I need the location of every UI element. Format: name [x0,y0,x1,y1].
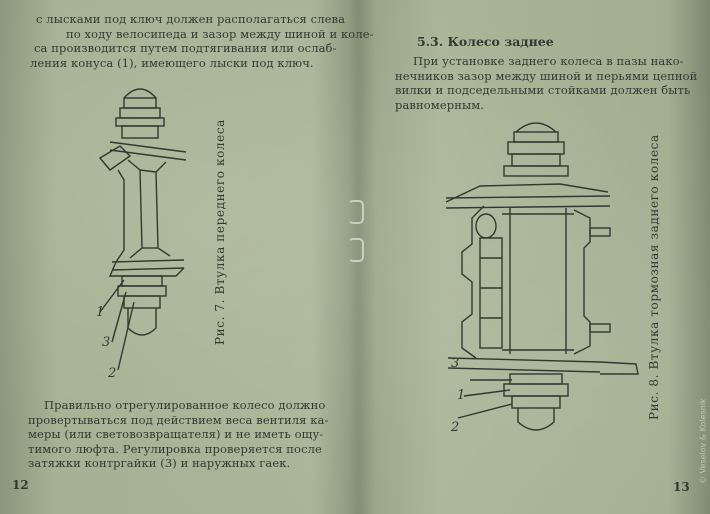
front-hub-drawing [98,88,187,371]
text-line: по ходу велосипеда и зазор между шиной и… [66,26,374,41]
left-page: с лысками под ключ должен располагаться … [12,12,374,492]
text-line: провертываться под действием веса вентил… [28,412,329,427]
callout-label: 2 [451,420,460,435]
page-number-left: 12 [12,478,29,492]
text-line: затяжки контргайки (3) и наружных гаек. [28,456,291,470]
callout-label: 1 [457,388,466,403]
text-line: При установке заднего колеса в пазы нако… [413,54,684,68]
binding-staple [348,200,364,224]
section-heading: 5.3. Колесо заднее [417,34,554,49]
callout-label: 3 [102,335,111,350]
photo-watermark: © Veselov & Kolesnik [699,398,708,484]
callout-label: 1 [96,305,105,320]
text-line: с лысками под ключ должен располагаться … [36,12,346,26]
rear-hub-drawing [445,122,639,431]
text-line: тимого люфта. Регулировка проверяется по… [28,441,322,456]
text-line: ления конуса (1), имеющего лыски под клю… [30,55,314,70]
text-line: вилки и подседельными стойками должен бы… [395,83,691,97]
text-line: равномерным. [395,97,485,112]
figure-8-caption: Рис. 8. Втулка тормозная заднего колеса [647,134,661,420]
right-intro-paragraph: При установке заднего колеса в пазы нако… [395,54,698,112]
callout-label: 3 [451,356,460,371]
text-line: нечников зазор между шиной и перьями цеп… [395,68,698,83]
binding-staple [348,238,364,262]
right-page: 5.3. Колесо заднее При установке заднего… [355,0,710,514]
page-number-right: 13 [673,480,690,494]
text-line: меры (или световозвращателя) и не иметь … [28,427,324,441]
text-line: са производится путем подтягивания или о… [34,41,337,55]
left-top-paragraph: с лысками под ключ должен располагаться … [30,12,374,70]
left-bottom-paragraph: Правильно отрегулированное колесо должно… [28,398,328,471]
text-line: Правильно отрегулированное колесо должно [44,398,326,412]
callout-label: 2 [108,366,117,381]
figure-7-caption: Рис. 7. Втулка переднего колеса [213,119,227,345]
